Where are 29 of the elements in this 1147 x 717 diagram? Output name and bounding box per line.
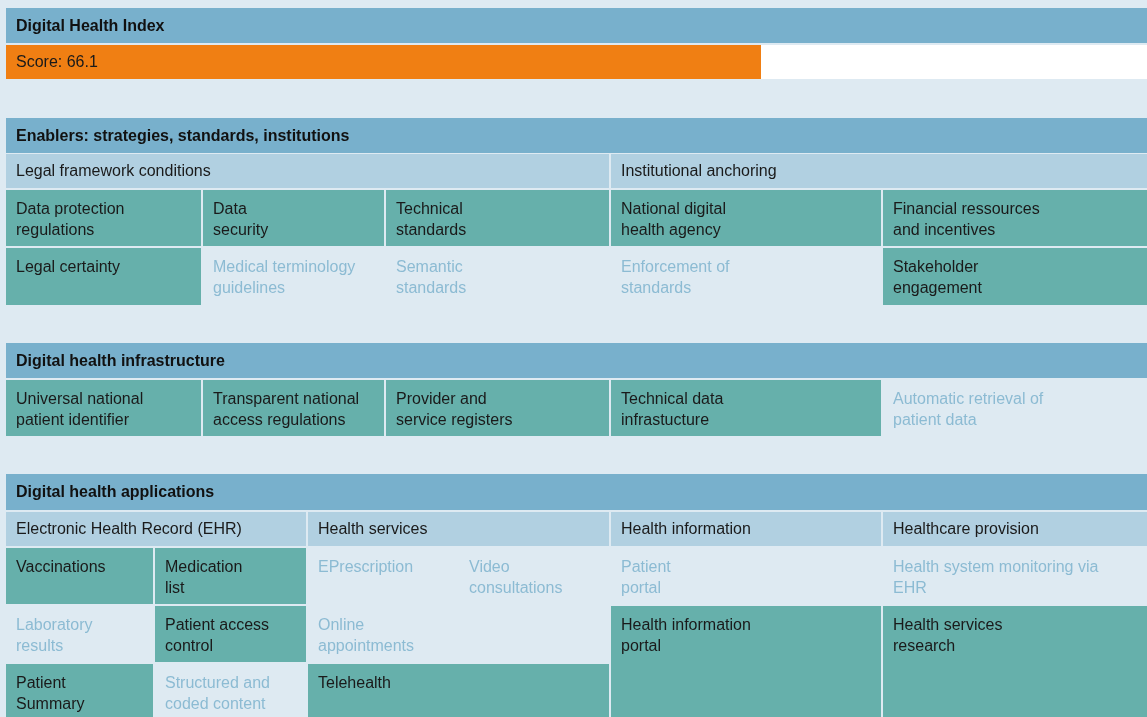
category-header: Health services (308, 512, 609, 546)
indicator-tile: Universal national patient identifier (6, 380, 201, 436)
indicator-tile: Patient access control (155, 606, 306, 662)
indicator-tile: Data protection regulations (6, 190, 201, 246)
section-header: Digital health infrastructure (6, 343, 1147, 378)
indicator-tile: Data security (203, 190, 384, 246)
indicator-tile: Medication list (155, 548, 306, 604)
indicator-tile: Patient Summary (6, 664, 153, 717)
indicator-tile: Stakeholder engagement (883, 248, 1147, 305)
section-header: Digital health applications (6, 474, 1147, 510)
category-header: Electronic Health Record (EHR) (6, 512, 306, 546)
category-header: Institutional anchoring (611, 154, 1147, 188)
indicator-tile: Technical standards (386, 190, 609, 246)
indicator-tile: National digital health agency (611, 190, 881, 246)
indicator-tile: Financial ressources and incentives (883, 190, 1147, 246)
score-bar: Score: 66.1 (6, 45, 761, 79)
indicator-tile: Health services research (883, 606, 1147, 717)
indicator-tile: Health information portal (611, 606, 881, 717)
indicator-tile: Telehealth (308, 664, 609, 717)
category-header: Healthcare provision (883, 512, 1147, 546)
indicator-tile: Legal certainty (6, 248, 201, 305)
section-header: Enablers: strategies, standards, institutions (6, 118, 1147, 153)
indicator-tile: Vaccinations (6, 548, 153, 604)
indicator-tile: Transparent national access regulations (203, 380, 384, 436)
section-header: Digital Health Index (6, 8, 1147, 43)
indicator-tile: Technical data infrastucture (611, 380, 881, 436)
indicator-tile: Provider and service registers (386, 380, 609, 436)
category-header: Health information (611, 512, 881, 546)
category-header: Legal framework conditions (6, 154, 609, 188)
